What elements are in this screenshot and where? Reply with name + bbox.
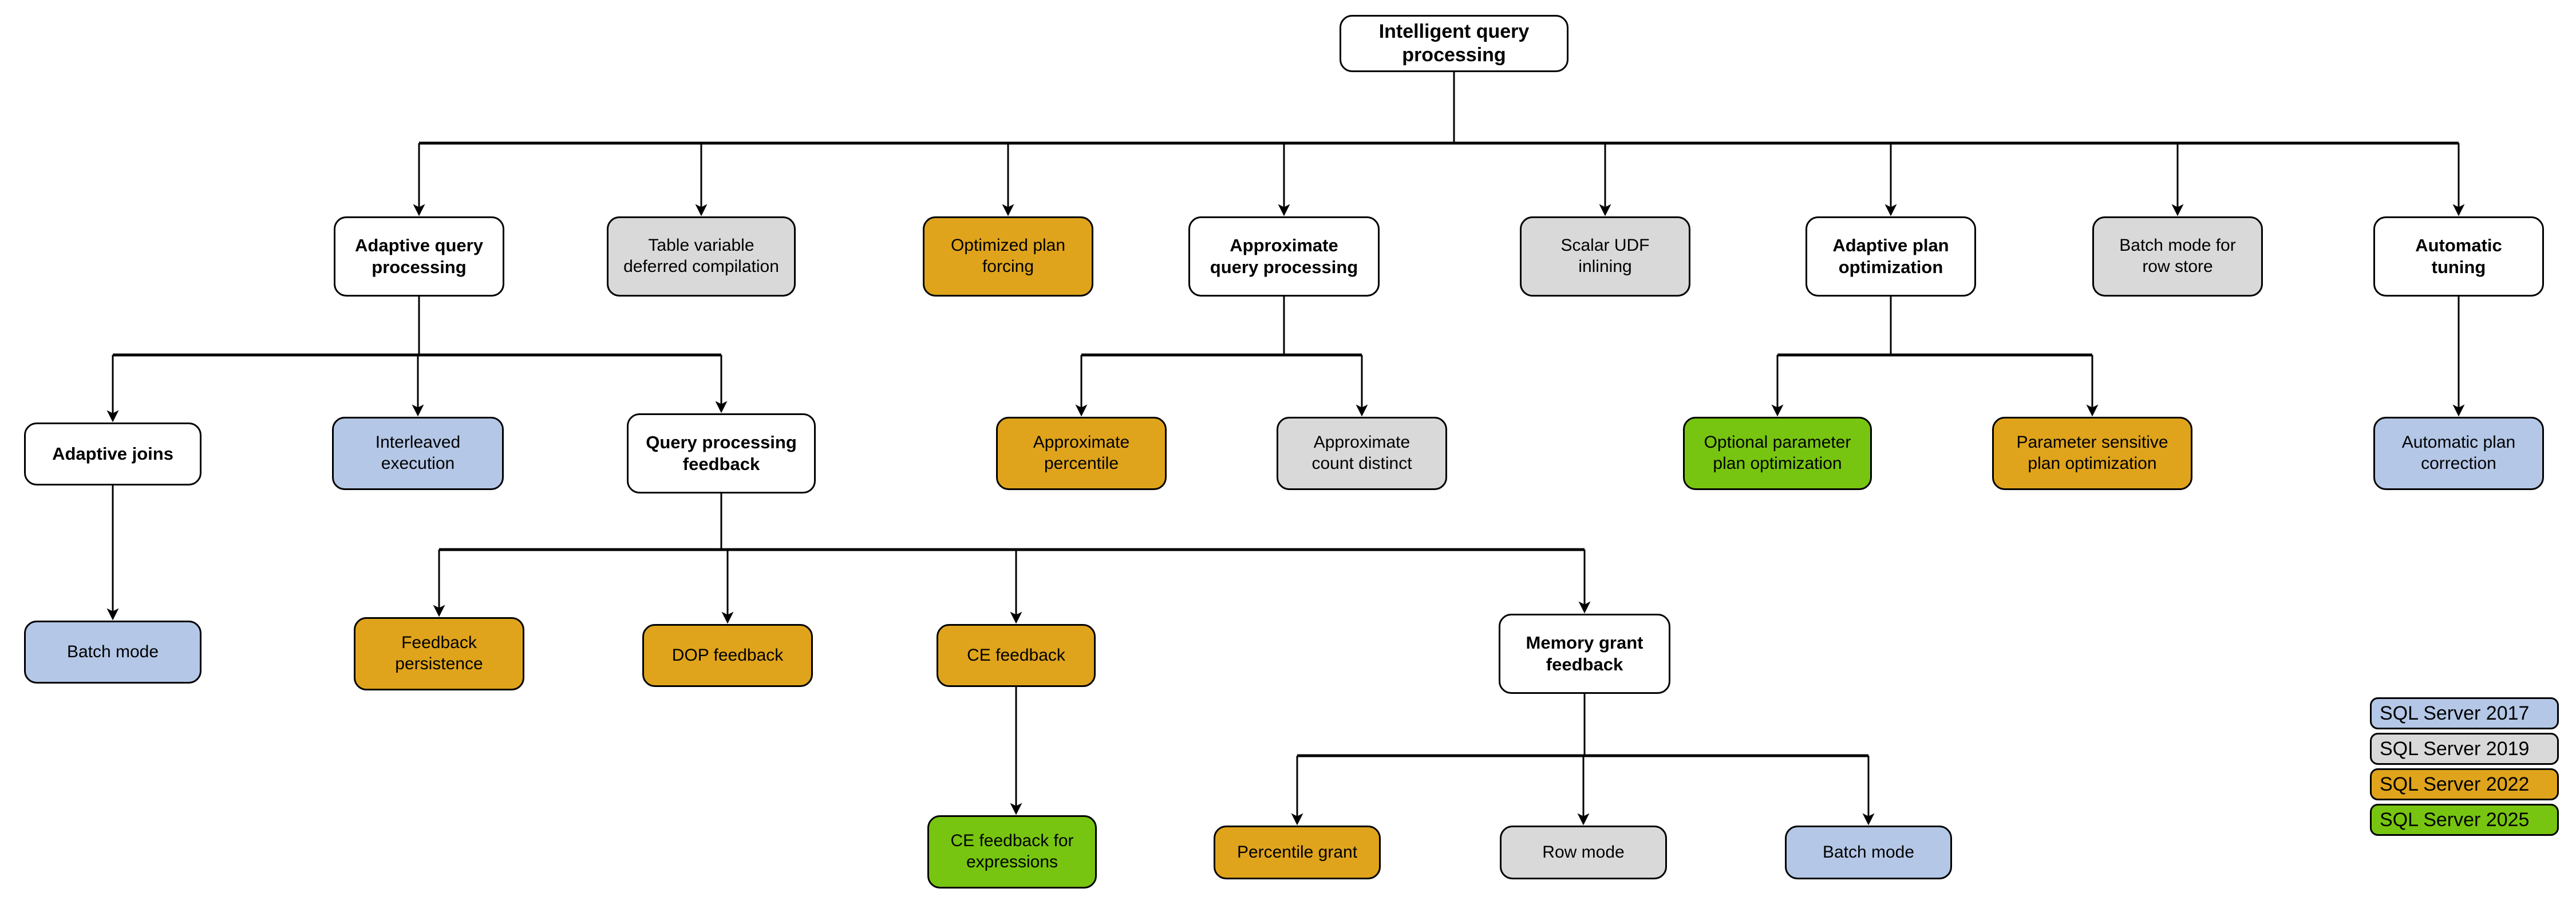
node-aqp[interactable]: Adaptive query processing (334, 216, 504, 297)
node-apo[interactable]: Adaptive plan optimization (1805, 216, 1976, 297)
node-label: Approximate percentile (1033, 433, 1130, 473)
node-label: Optimized plan forcing (950, 236, 1066, 276)
node-label: Batch mode (66, 642, 159, 661)
node-rowmode[interactable]: Row mode (1500, 826, 1667, 879)
legend-item-sql2017: SQL Server 2017 (2370, 697, 2559, 729)
node-label: Interleaved execution (375, 433, 461, 473)
legend-item-label: SQL Server 2022 (2380, 773, 2530, 795)
node-psp[interactable]: Parameter sensitive plan optimization (1992, 417, 2192, 490)
node-label: Approximate query processing (1210, 235, 1358, 277)
node-label: Batch mode (1822, 842, 1915, 862)
legend-item-sql2019: SQL Server 2019 (2370, 733, 2559, 765)
node-scalarudf[interactable]: Scalar UDF inlining (1520, 216, 1690, 297)
node-approxpct[interactable]: Approximate percentile (996, 417, 1167, 490)
legend-item-label: SQL Server 2019 (2380, 737, 2530, 760)
node-label: Feedback persistence (395, 633, 483, 673)
node-cefb[interactable]: CE feedback (937, 624, 1096, 687)
node-opf[interactable]: Optimized plan forcing (923, 216, 1093, 297)
node-cefbexpr[interactable]: CE feedback for expressions (927, 815, 1097, 889)
node-qpf[interactable]: Query processing feedback (627, 413, 816, 493)
node-label: Batch mode for row store (2119, 236, 2236, 276)
node-tvdc[interactable]: Table variable deferred compilation (607, 216, 796, 297)
node-autotune[interactable]: Automatic tuning (2373, 216, 2544, 297)
node-label: Table variable deferred compilation (623, 236, 779, 276)
node-label: Parameter sensitive plan optimization (2016, 433, 2168, 473)
node-bmrs[interactable]: Batch mode for row store (2092, 216, 2263, 297)
node-label: Query processing feedback (646, 432, 797, 474)
node-approxqp[interactable]: Approximate query processing (1188, 216, 1380, 297)
node-label: DOP feedback (671, 645, 784, 665)
node-label: Memory grant feedback (1526, 633, 1643, 674)
node-label: CE feedback (967, 645, 1065, 665)
node-fbpersist[interactable]: Feedback persistence (354, 617, 524, 690)
legend-item-label: SQL Server 2025 (2380, 808, 2530, 831)
node-batchmode1[interactable]: Batch mode (24, 621, 202, 684)
node-oppo[interactable]: Optional parameter plan optimization (1683, 417, 1872, 490)
node-dopfb[interactable]: DOP feedback (642, 624, 813, 687)
node-label: Automatic tuning (2415, 235, 2502, 277)
node-label: Scalar UDF inlining (1560, 236, 1650, 276)
legend-item-sql2025: SQL Server 2025 (2370, 804, 2559, 836)
node-label: Approximate count distinct (1311, 433, 1412, 473)
node-batchmode2[interactable]: Batch mode (1785, 826, 1952, 879)
legend-item-sql2022: SQL Server 2022 (2370, 768, 2559, 800)
node-label: Row mode (1542, 842, 1625, 862)
node-label: Automatic plan correction (2401, 433, 2516, 473)
node-adaptivejoins[interactable]: Adaptive joins (24, 423, 202, 485)
node-pctgrant[interactable]: Percentile grant (1214, 826, 1381, 879)
node-label: Optional parameter plan optimization (1704, 433, 1851, 473)
node-approxcd[interactable]: Approximate count distinct (1277, 417, 1447, 490)
node-mgf[interactable]: Memory grant feedback (1499, 614, 1670, 694)
node-label: Adaptive plan optimization (1832, 235, 1949, 277)
node-label: Adaptive joins (52, 444, 173, 464)
node-label: Adaptive query processing (355, 235, 483, 277)
node-label: Percentile grant (1236, 842, 1358, 862)
node-interleaved[interactable]: Interleaved execution (332, 417, 504, 490)
node-label: Intelligent query processing (1378, 20, 1530, 66)
node-root[interactable]: Intelligent query processing (1340, 15, 1568, 72)
node-apc[interactable]: Automatic plan correction (2373, 417, 2544, 490)
legend-item-label: SQL Server 2017 (2380, 702, 2530, 724)
node-label: CE feedback for expressions (950, 831, 1074, 871)
